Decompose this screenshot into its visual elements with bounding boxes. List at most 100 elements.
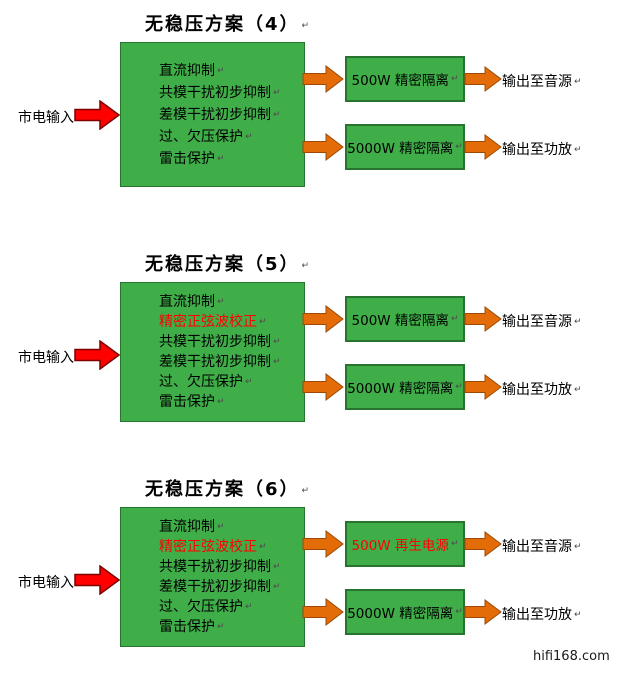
feature-text: 精密正弦波校正 [159,539,257,555]
output-text: 输出至音源 [502,539,572,555]
feature-line: 直流抑制↵ [159,517,304,537]
isolation-box-label: 500W 精密隔离 [351,313,449,329]
feature-line: 差模干扰初步抑制↵ [159,577,304,597]
mains-input-label: 市电输入 [18,575,74,591]
feature-text: 直流抑制 [159,62,215,79]
paragraph-mark-icon: ↵ [301,21,310,31]
output-arrow-icon [464,531,502,557]
output-arrow-icon [464,599,502,625]
mains-input-arrow-icon [74,565,120,595]
isolation-box: 5000W 精密隔离↵ [345,364,465,410]
isolation-box: 5000W 精密隔离↵ [345,124,465,170]
paragraph-mark-icon: ↵ [273,562,281,572]
feature-text: 差模干扰初步抑制 [159,106,271,123]
isolation-box-label: 5000W 精密隔离 [347,381,454,397]
feature-text: 雷击保护 [159,619,215,635]
output-arrow-icon [464,306,502,332]
branch-arrow-icon [302,598,344,626]
mains-input-arrow-icon [74,100,120,130]
paragraph-mark-icon: ↵ [245,602,253,612]
output-label: 输出至功放↵ [502,604,582,624]
paragraph-mark-icon: ↵ [574,145,582,155]
paragraph-mark-icon: ↵ [245,377,253,387]
output-text: 输出至功放 [502,142,572,158]
feature-line: 共模干扰初步抑制↵ [159,82,304,104]
branch-arrow-icon [302,530,344,558]
scheme-title: 无稳压方案（4） [145,14,300,35]
paragraph-mark-icon: ↵ [273,582,281,592]
output-label: 输出至功放↵ [502,139,582,159]
paragraph-mark-icon: ↵ [450,74,459,84]
regenerator-box: 500W 再生电源↵ [345,521,465,567]
isolation-box-label: 500W 精密隔离 [351,73,449,89]
scheme-title-row: 无稳压方案（6）↵ [145,475,309,501]
paragraph-mark-icon: ↵ [455,142,463,152]
feature-text: 直流抑制 [159,519,215,535]
paragraph-mark-icon: ↵ [574,385,582,395]
feature-line: 雷击保护↵ [159,617,304,637]
watermark: hifi168.com [533,649,610,664]
paragraph-mark-icon: ↵ [217,65,225,76]
filter-feature-box: 直流抑制↵ 精密正弦波校正↵ 共模干扰初步抑制↵ 差模干扰初步抑制↵ 过、欠压保… [120,507,305,647]
branch-arrow-icon [302,373,344,401]
paragraph-mark-icon: ↵ [217,297,225,307]
scheme-title: 无稳压方案（5） [145,254,300,275]
filter-feature-box: 直流抑制↵ 精密正弦波校正↵ 共模干扰初步抑制↵ 差模干扰初步抑制↵ 过、欠压保… [120,282,305,422]
paragraph-mark-icon: ↵ [574,77,582,87]
feature-text: 共模干扰初步抑制 [159,84,271,101]
feature-text: 差模干扰初步抑制 [159,579,271,595]
branch-arrow-icon [302,65,344,93]
paragraph-mark-icon: ↵ [455,382,463,392]
paragraph-mark-icon: ↵ [450,539,459,549]
feature-line: 直流抑制↵ [159,292,304,312]
isolation-box: 500W 精密隔离↵ [345,56,465,102]
output-text: 输出至音源 [502,74,572,90]
scheme-section-5: 无稳压方案（5）↵ 市电输入 直流抑制↵ 精密正弦波校正↵ 共模干扰初步抑制↵ … [0,240,617,478]
branch-arrow-icon [302,133,344,161]
filter-feature-box: 直流抑制↵ 共模干扰初步抑制↵ 差模干扰初步抑制↵ 过、欠压保护↵ 雷击保护↵ [120,42,305,187]
feature-line: 雷击保护↵ [159,392,304,412]
mains-input-label: 市电输入 [18,110,74,126]
feature-text: 雷击保护 [159,150,215,167]
paragraph-mark-icon: ↵ [273,357,281,367]
scheme-title-row: 无稳压方案（5）↵ [145,250,309,276]
paragraph-mark-icon: ↵ [301,261,310,271]
isolation-box: 500W 精密隔离↵ [345,296,465,342]
feature-text: 雷击保护 [159,394,215,410]
feature-line: 差模干扰初步抑制↵ [159,352,304,372]
feature-line: 差模干扰初步抑制↵ [159,104,304,126]
feature-line: 过、欠压保护↵ [159,597,304,617]
paragraph-mark-icon: ↵ [217,153,225,164]
feature-text: 过、欠压保护 [159,599,243,615]
output-label: 输出至音源↵ [502,71,582,91]
regenerator-box-label: 500W 再生电源 [351,538,449,554]
paragraph-mark-icon: ↵ [217,397,225,407]
feature-text: 过、欠压保护 [159,128,243,145]
feature-line: 精密正弦波校正↵ [159,312,304,332]
output-label: 输出至功放↵ [502,379,582,399]
paragraph-mark-icon: ↵ [273,109,281,120]
output-arrow-icon [464,374,502,400]
paragraph-mark-icon: ↵ [217,622,225,632]
feature-line: 直流抑制↵ [159,60,304,82]
output-arrow-icon [464,66,502,92]
paragraph-mark-icon: ↵ [301,486,310,496]
paragraph-mark-icon: ↵ [450,314,459,324]
paragraph-mark-icon: ↵ [273,337,281,347]
paragraph-mark-icon: ↵ [273,87,281,98]
feature-text: 直流抑制 [159,294,215,310]
feature-line: 共模干扰初步抑制↵ [159,557,304,577]
isolation-box-label: 5000W 精密隔离 [347,606,454,622]
output-label: 输出至音源↵ [502,311,582,331]
branch-arrow-icon [302,305,344,333]
paragraph-mark-icon: ↵ [259,542,267,552]
paragraph-mark-icon: ↵ [455,607,463,617]
paragraph-mark-icon: ↵ [217,522,225,532]
feature-text: 共模干扰初步抑制 [159,559,271,575]
feature-line: 过、欠压保护↵ [159,372,304,392]
scheme-section-4: 无稳压方案（4）↵ 市电输入 直流抑制↵ 共模干扰初步抑制↵ 差模干扰初步抑制↵… [0,0,617,238]
feature-line: 雷击保护↵ [159,148,304,170]
feature-line: 过、欠压保护↵ [159,126,304,148]
output-text: 输出至音源 [502,314,572,330]
